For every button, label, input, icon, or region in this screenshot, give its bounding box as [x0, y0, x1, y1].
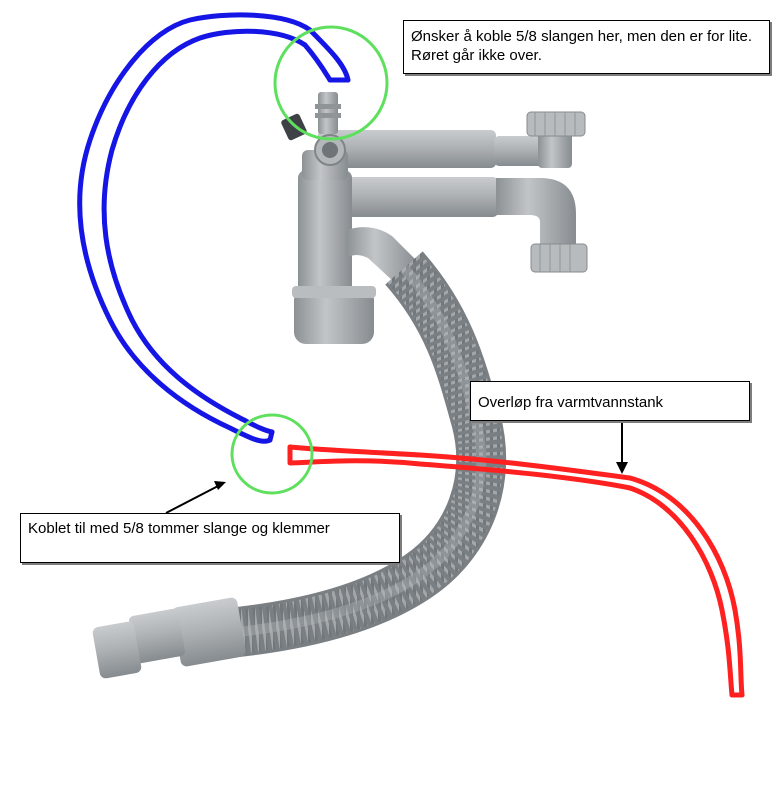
drawn-hose-line — [77, 12, 351, 444]
top-note-callout: Ønsker å koble 5/8 slangen her, men den … — [403, 20, 770, 74]
right-note-callout: Overløp fra varmtvannstank — [470, 381, 750, 421]
right-note-text: Overløp fra varmtvannstank — [478, 394, 664, 411]
top-connection-circle — [273, 25, 389, 141]
arrow-to-tank-line — [616, 422, 628, 474]
overflow-line — [287, 444, 745, 698]
corrugated-hose — [92, 251, 507, 679]
bottom-note-text: Koblet til med 5/8 tommer slange og klem… — [28, 520, 330, 537]
bottom-note-callout: Koblet til med 5/8 tommer slange og klem… — [20, 513, 400, 563]
drain-trap — [281, 92, 588, 344]
bottom-connection-circle — [230, 413, 314, 495]
arrow-to-connection — [165, 481, 226, 514]
top-note-text: Ønsker å koble 5/8 slangen her, men den … — [411, 28, 753, 64]
